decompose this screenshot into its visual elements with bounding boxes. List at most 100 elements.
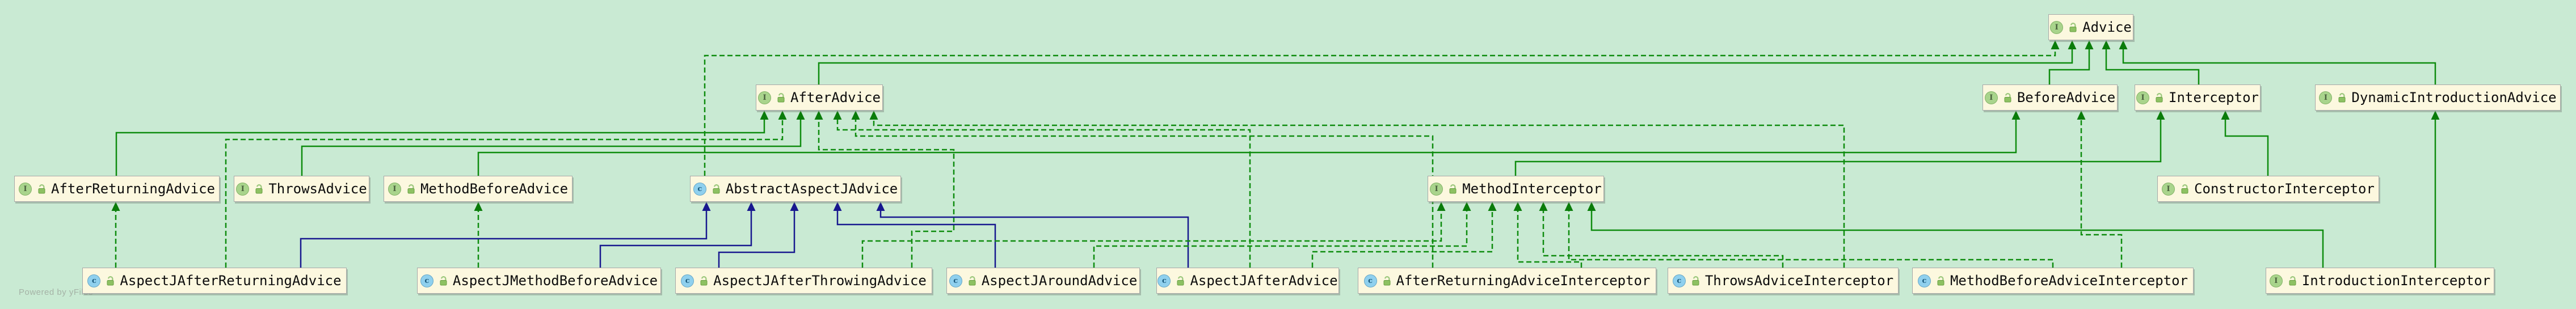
node-MethodInterceptor[interactable]: I MethodInterceptor (1428, 176, 1604, 202)
interface-icon: I (1430, 182, 1443, 196)
node-IntroductionInterceptor[interactable]: I IntroductionInterceptor (2266, 268, 2494, 294)
node-AspectJAroundAdvice[interactable]: c AspectJAroundAdvice (946, 268, 1140, 294)
class-name-label: AfterReturningAdviceInterceptor (1396, 273, 1651, 289)
open-lock-icon (1448, 184, 1457, 194)
class-name-label: AfterAdvice (790, 90, 881, 105)
open-lock-icon (776, 92, 785, 103)
edge-AspectJAroundAdvice-to-MethodInterceptor (1093, 202, 1471, 268)
node-AfterReturningAdviceInterceptor[interactable]: c AfterReturningAdviceInterceptor (1358, 268, 1656, 294)
edge-AfterReturningAdvice-to-AfterAdvice (115, 111, 769, 176)
edge-AspectJMethodBeforeAdvice-to-MethodBeforeAdvice (474, 202, 483, 268)
interface-icon: I (2269, 274, 2283, 287)
edge-Interceptor-to-Advice (2102, 40, 2200, 84)
open-lock-icon (2337, 92, 2346, 103)
node-MethodBeforeAdvice[interactable]: I MethodBeforeAdvice (384, 176, 573, 202)
class-icon: c (87, 274, 101, 287)
open-lock-icon (2288, 276, 2297, 286)
edge-MethodInterceptor-to-Interceptor (1514, 111, 2165, 176)
node-AbstractAspectJAdvice[interactable]: c AbstractAspectJAdvice (690, 176, 901, 202)
interface-icon: I (2162, 182, 2175, 196)
edge-ConstructorInterceptor-to-Interceptor (2221, 111, 2269, 176)
class-name-label: ConstructorInterceptor (2194, 181, 2375, 197)
interface-icon: I (388, 182, 401, 196)
edge-IntroductionInterceptor-to-DynamicIntroductionAdvice (2431, 111, 2440, 268)
edge-AspectJAfterThrowingAdvice-to-MethodInterceptor (861, 202, 1446, 268)
edge-ThrowsAdviceInterceptor-to-AfterAdvice (869, 111, 1845, 268)
class-icon: c (1672, 274, 1686, 287)
edge-AfterReturningAdviceInterceptor-to-AfterAdvice (851, 111, 1434, 268)
node-AspectJAfterAdvice[interactable]: c AspectJAfterAdvice (1156, 268, 1339, 294)
class-name-label: AspectJAfterAdvice (1190, 273, 1338, 289)
class-icon: c (693, 182, 706, 196)
class-icon: c (420, 274, 433, 287)
interface-icon: I (2136, 91, 2150, 104)
class-name-label: BeforeAdvice (2017, 90, 2116, 105)
node-AspectJMethodBeforeAdvice[interactable]: c AspectJMethodBeforeAdvice (417, 268, 661, 294)
class-name-label: IntroductionInterceptor (2301, 273, 2491, 289)
edge-AspectJAfterThrowingAdvice-to-AfterAdvice (814, 111, 955, 268)
edge-ThrowsAdviceInterceptor-to-MethodInterceptor (1539, 202, 1784, 268)
class-name-label: ThrowsAdvice (268, 181, 367, 197)
node-AfterAdvice[interactable]: I AfterAdvice (756, 84, 883, 111)
node-ConstructorInterceptor[interactable]: I ConstructorInterceptor (2157, 176, 2379, 202)
node-ThrowsAdvice[interactable]: I ThrowsAdvice (234, 176, 369, 202)
node-AspectJAfterReturningAdvice[interactable]: c AspectJAfterReturningAdvice (82, 268, 347, 294)
open-lock-icon (406, 184, 415, 194)
class-icon: c (1917, 274, 1931, 287)
open-lock-icon (2154, 92, 2163, 103)
node-BeforeAdvice[interactable]: I BeforeAdvice (1982, 84, 2118, 111)
node-Advice[interactable]: I Advice (2048, 14, 2133, 40)
yfiles-watermark: Powered by yFiles (19, 287, 94, 297)
class-name-label: AspectJAroundAdvice (981, 273, 1138, 289)
open-lock-icon (37, 184, 46, 194)
node-Interceptor[interactable]: I Interceptor (2135, 84, 2261, 111)
edge-DynamicIntroductionAdvice-to-Advice (2119, 40, 2436, 84)
open-lock-icon (1176, 276, 1185, 286)
edge-MethodBeforeAdviceInterceptor-to-MethodInterceptor (1564, 202, 2054, 268)
class-name-label: MethodInterceptor (1462, 181, 1602, 197)
edge-ThrowsAdvice-to-AfterAdvice (301, 111, 805, 176)
class-name-label: MethodBeforeAdviceInterceptor (1950, 273, 2188, 289)
class-name-label: MethodBeforeAdvice (420, 181, 569, 197)
class-name-label: AspectJAfterThrowingAdvice (713, 273, 927, 289)
class-name-label: Interceptor (2169, 90, 2259, 105)
edge-MethodBeforeAdvice-to-BeforeAdvice (477, 111, 2021, 176)
interface-icon: I (1984, 91, 1998, 104)
open-lock-icon (1936, 276, 1945, 286)
node-AfterReturningAdvice[interactable]: I AfterReturningAdvice (14, 176, 220, 202)
open-lock-icon (254, 184, 263, 194)
node-DynamicIntroductionAdvice[interactable]: I DynamicIntroductionAdvice (2315, 84, 2561, 111)
edge-MethodBeforeAdviceInterceptor-to-BeforeAdvice (2077, 111, 2123, 268)
open-lock-icon (967, 276, 976, 286)
edge-AspectJAfterAdvice-to-MethodInterceptor (1311, 202, 1497, 268)
edge-AspectJAfterThrowingAdvice-to-AbstractAspectJAdvice (718, 202, 799, 268)
class-name-label: AbstractAspectJAdvice (725, 181, 898, 197)
class-name-label: ThrowsAdviceInterceptor (1704, 273, 1894, 289)
open-lock-icon (106, 276, 115, 286)
edge-AspectJAfterReturningAdvice-to-AfterReturningAdvice (111, 202, 120, 268)
interface-icon: I (19, 182, 32, 196)
open-lock-icon (712, 184, 721, 194)
open-lock-icon (2003, 92, 2012, 103)
edge-AspectJMethodBeforeAdvice-to-AbstractAspectJAdvice (599, 202, 756, 268)
class-name-label: AspectJMethodBeforeAdvice (452, 273, 658, 289)
class-name-label: AfterReturningAdvice (51, 181, 215, 197)
edge-AspectJAfterAdvice-to-AfterAdvice (833, 111, 1251, 268)
open-lock-icon (1382, 276, 1391, 286)
open-lock-icon (2180, 184, 2189, 194)
open-lock-icon (2068, 22, 2077, 32)
edge-AfterAdvice-to-Advice (818, 40, 2077, 84)
node-ThrowsAdviceInterceptor[interactable]: c ThrowsAdviceInterceptor (1668, 268, 1899, 294)
class-name-label: DynamicIntroductionAdvice (2351, 90, 2557, 105)
interface-icon: I (2319, 91, 2333, 104)
edge-AbstractAspectJAdvice-to-Advice (704, 40, 2060, 176)
edge-AspectJAfterReturningAdvice-to-AbstractAspectJAdvice (300, 202, 711, 268)
node-MethodBeforeAdviceInterceptor[interactable]: c MethodBeforeAdviceInterceptor (1912, 268, 2194, 294)
node-AspectJAfterThrowingAdvice[interactable]: c AspectJAfterThrowingAdvice (675, 268, 932, 294)
class-icon: c (1363, 274, 1377, 287)
open-lock-icon (439, 276, 448, 286)
edge-IntroductionInterceptor-to-MethodInterceptor (1587, 202, 2324, 268)
edge-AspectJAfterReturningAdvice-to-AfterAdvice (225, 111, 787, 268)
class-name-label: AspectJAfterReturningAdvice (120, 273, 342, 289)
